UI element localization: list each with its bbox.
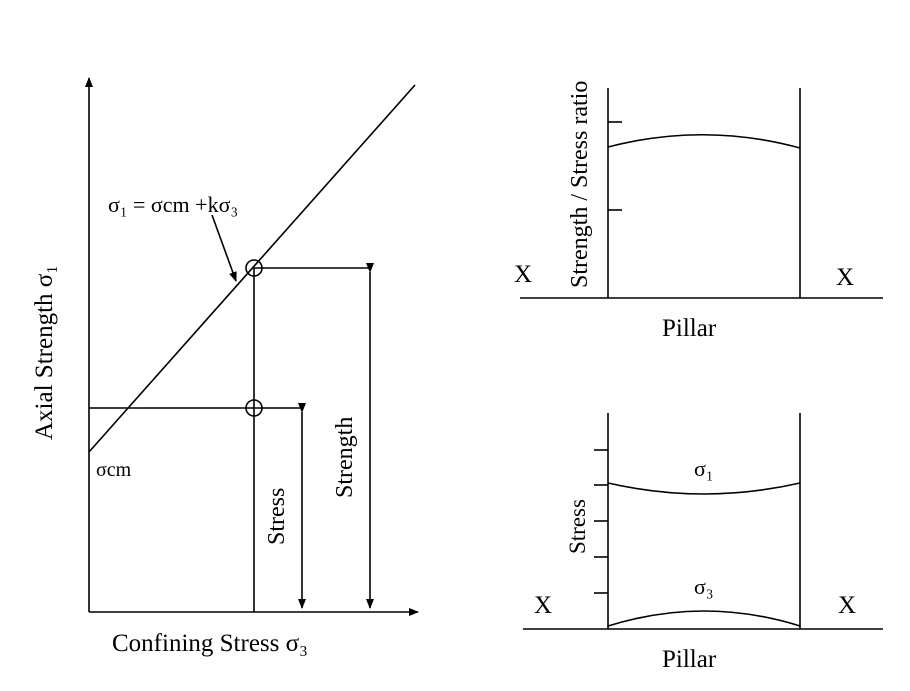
- stress-point-marker: [245, 399, 263, 417]
- sigma1-curve: [607, 482, 801, 495]
- bottom-right-diagram: σ₁ σ₃ X X Pillar Stress: [523, 413, 883, 673]
- bottom-y-axis-label: Stress: [565, 499, 590, 554]
- equation-pointer-arrow: [211, 214, 237, 282]
- bottom-right-x-marker: X: [838, 592, 856, 619]
- failure-envelope-line: [88, 84, 416, 453]
- top-right-x-marker: X: [836, 264, 854, 291]
- strength-stress-ratio-curve: [607, 133, 801, 149]
- strength-point-marker: [245, 259, 263, 277]
- intercept-label: σcm: [96, 459, 132, 481]
- sigma1-curve-label: σ₁: [694, 456, 714, 481]
- left-diagram: σ₁ = σcm +kσ₃ σcm Axial Strength σ₁ Conf…: [31, 77, 419, 657]
- top-right-diagram: X X Pillar Strength / Stress ratio: [514, 81, 883, 342]
- strength-label: Strength: [332, 417, 358, 498]
- left-y-axis-label: Axial Strength σ₁: [31, 265, 58, 440]
- top-left-x-marker: X: [514, 261, 532, 288]
- sigma3-curve: [607, 610, 801, 627]
- stress-label: Stress: [264, 488, 290, 545]
- envelope-equation: σ₁ = σcm +kσ₃: [108, 192, 238, 217]
- left-x-axis-label: Confining Stress σ₃: [112, 630, 308, 657]
- bottom-x-axis-label: Pillar: [662, 646, 717, 673]
- sigma3-curve-label: σ₃: [694, 574, 714, 599]
- top-y-axis-label: Strength / Stress ratio: [567, 81, 593, 288]
- bottom-left-x-marker: X: [534, 592, 552, 619]
- top-x-axis-label: Pillar: [662, 315, 717, 342]
